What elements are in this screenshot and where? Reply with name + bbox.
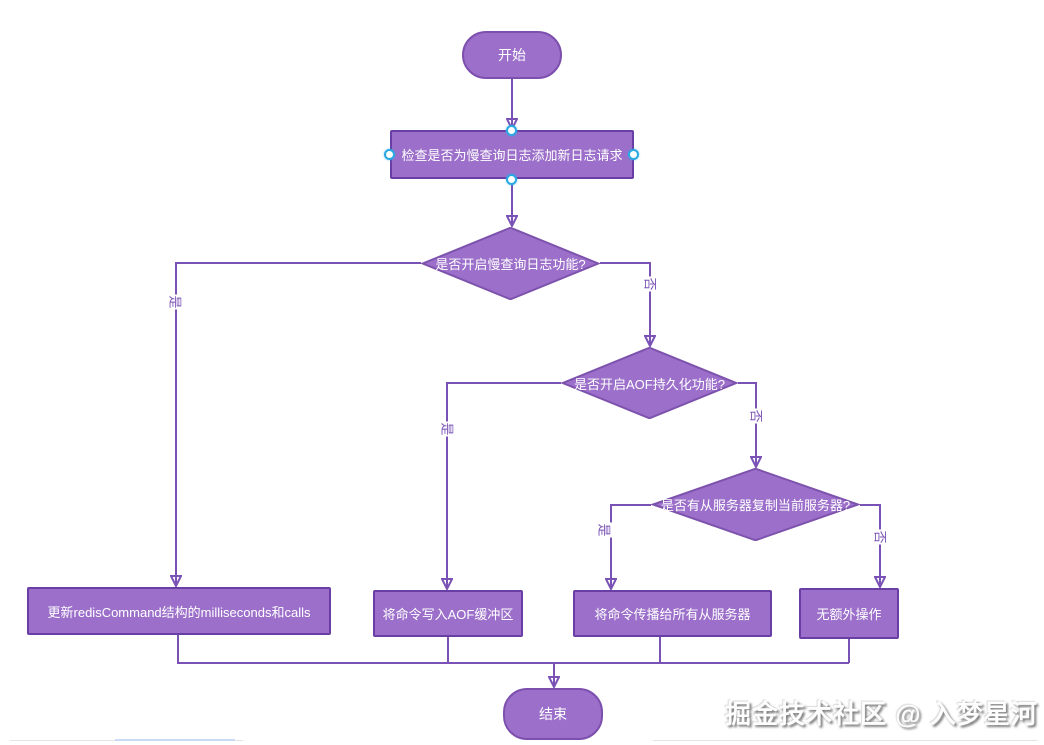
edge-aof-yes[interactable]	[447, 382, 561, 588]
edge-replica-no[interactable]	[860, 504, 880, 586]
end-node-label: 结束	[539, 706, 567, 722]
no-extra-op-label: 无额外操作	[816, 607, 882, 622]
edge-slowlog-no[interactable]	[600, 262, 650, 345]
diamond-shape	[421, 227, 600, 300]
end-node[interactable]: 结束	[503, 688, 603, 740]
edge-label-slowlog-yes: 是	[166, 294, 184, 310]
check-slowlog-request-node[interactable]: 检查是否为慢查询日志添加新日志请求	[390, 130, 634, 179]
edge-replica-yes[interactable]	[611, 504, 651, 588]
update-rediscommand-label: 更新redisCommand结构的milliseconds和calls	[47, 604, 311, 620]
edge-aof-no[interactable]	[738, 382, 756, 466]
edge-label-aof-yes: 是	[438, 421, 456, 437]
watermark: 掘金技术社区 @ 入梦星河	[725, 699, 1038, 729]
check-slowlog-request-label: 检查是否为慢查询日志添加新日志请求	[401, 148, 623, 163]
selection-handle-bottom[interactable]	[506, 174, 517, 185]
update-rediscommand-node[interactable]: 更新redisCommand结构的milliseconds和calls	[27, 587, 331, 635]
edge-slowlog-yes[interactable]	[176, 262, 421, 585]
edge-label-replica-no: 否	[871, 529, 889, 545]
replica-decision-node[interactable]: 是否有从服务器复制当前服务器?	[651, 468, 860, 541]
diamond-shape	[561, 347, 738, 419]
slowlog-decision-label: 是否开启慢查询日志功能?	[435, 257, 586, 272]
edge-label-aof-no: 否	[747, 408, 765, 424]
edge-label-slowlog-no: 否	[641, 276, 659, 292]
propagate-slaves-label: 将命令传播给所有从服务器	[594, 607, 751, 622]
replica-decision-label: 是否有从服务器复制当前服务器?	[660, 498, 851, 513]
diamond-shape	[651, 468, 860, 541]
start-node-label: 开始	[498, 47, 526, 63]
start-node[interactable]: 开始	[462, 31, 562, 79]
write-aof-buffer-label: 将命令写入AOF缓冲区	[382, 607, 514, 622]
selection-handle-right[interactable]	[628, 149, 639, 160]
no-extra-op-node[interactable]: 无额外操作	[799, 588, 899, 639]
page-boundary-line-blue	[115, 739, 235, 741]
edge-label-replica-yes: 是	[595, 522, 613, 538]
aof-decision-node[interactable]: 是否开启AOF持久化功能?	[561, 347, 738, 419]
slowlog-decision-node[interactable]: 是否开启慢查询日志功能?	[421, 227, 600, 300]
write-aof-buffer-node[interactable]: 将命令写入AOF缓冲区	[373, 590, 523, 637]
page-boundary-line-right	[653, 740, 1037, 741]
selection-handle-top[interactable]	[506, 125, 517, 136]
selection-handle-left[interactable]	[384, 149, 395, 160]
aof-decision-label: 是否开启AOF持久化功能?	[574, 376, 725, 392]
propagate-slaves-node[interactable]: 将命令传播给所有从服务器	[573, 590, 772, 637]
